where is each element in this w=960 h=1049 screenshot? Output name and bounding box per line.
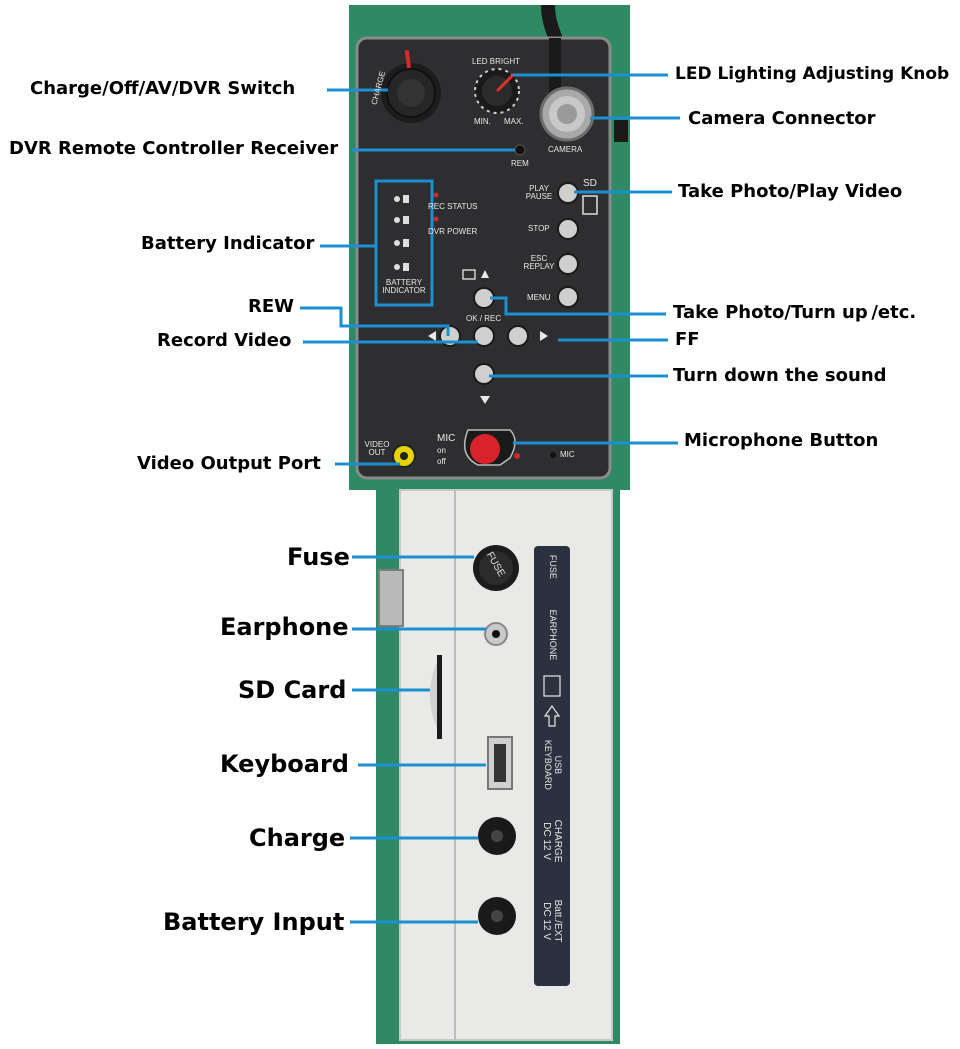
panel-label-mic-on: on: [437, 446, 446, 455]
led-knob: [474, 68, 520, 114]
callout-record-video: Record Video: [157, 330, 292, 351]
panel-label-mic-small: MIC: [560, 450, 575, 459]
callout-dvr-remote: DVR Remote Controller Receiver: [9, 138, 339, 159]
side-label-earphone: EARPHONE: [547, 609, 558, 661]
strip-arrow: [543, 704, 561, 727]
callout-take-photo-up: Take Photo/Turn up /etc.: [673, 302, 917, 323]
control-panel: [355, 36, 612, 480]
battery-jack: [478, 897, 516, 935]
fuse-holder: [473, 545, 519, 591]
mic-hole: [550, 452, 556, 458]
usb-port: [487, 736, 513, 790]
callout-take-photo-play: Take Photo/Play Video: [678, 181, 903, 202]
side-label-batt-ext: Batt./EXT DC 12 V: [541, 899, 563, 943]
earphone-jack: [484, 622, 508, 646]
callout-ff: FF: [675, 329, 700, 350]
callout-video-output: Video Output Port: [137, 453, 321, 474]
callout-fuse: Fuse: [287, 543, 350, 571]
panel-label-rem: REM: [511, 159, 529, 168]
dpad-arrows: [428, 270, 548, 404]
mic-led: [514, 453, 520, 459]
callout-microphone-button: Microphone Button: [684, 430, 879, 451]
side-label-fuse: FUSE: [547, 554, 558, 579]
panel-label-video-out: VIDEO OUT: [364, 440, 390, 458]
panel-label-sd: SD: [583, 178, 597, 189]
panel-label-ok-rec: OK / REC: [466, 314, 502, 323]
camera-connector: [539, 38, 628, 142]
camera-icon: [462, 269, 476, 280]
panel-label-esc-replay: ESC REPLAY: [523, 254, 555, 272]
charge-switch-knob: [381, 49, 441, 123]
panel-label-led-bright: LED BRIGHT: [472, 57, 521, 66]
battery-leds: [394, 195, 409, 271]
panel-label-mic-off: off: [437, 457, 446, 466]
dpad-buttons: [439, 287, 529, 385]
charge-jack: [478, 817, 516, 855]
strip-sd-icon: [543, 675, 561, 697]
panel-label-max: MAX.: [504, 117, 524, 126]
panel-label-mic: MIC: [437, 433, 456, 444]
callout-battery-indicator: Battery Indicator: [141, 233, 315, 254]
rem-receiver: [514, 144, 526, 156]
callout-led-knob: LED Lighting Adjusting Knob: [675, 64, 950, 84]
right-buttons: [557, 182, 579, 308]
rec-status-led: [433, 192, 439, 198]
callout-charge-switch: Charge/Off/AV/DVR Switch: [30, 78, 296, 99]
callout-keyboard: Keyboard: [220, 750, 349, 778]
callout-charge: Charge: [249, 824, 346, 852]
side-label-usb-keyboard: USB KEYBOARD: [543, 739, 563, 790]
panel-label-camera: CAMERA: [548, 145, 583, 154]
panel-label-stop: STOP: [528, 224, 550, 233]
panel-label-play-pause: PLAY PAUSE: [525, 184, 553, 202]
side-connector: [378, 569, 404, 627]
callout-lines: [300, 73, 680, 924]
callout-camera-connector: Camera Connector: [688, 108, 876, 129]
callout-turn-down: Turn down the sound: [673, 365, 887, 386]
sd-icon: [582, 195, 598, 215]
callout-battery-input: Battery Input: [163, 908, 345, 936]
callout-rew: REW: [248, 296, 295, 317]
panel-label-battery-indicator: BATTERY INDICATOR: [382, 278, 426, 296]
video-out-jack: [392, 444, 416, 468]
panel-label-menu: MENU: [527, 293, 551, 302]
dvr-power-led: [433, 216, 439, 222]
callout-earphone: Earphone: [220, 613, 349, 641]
side-label-charge: CHARGE DC 12 V: [541, 819, 563, 863]
callout-sd-card: SD Card: [238, 676, 347, 704]
panel-label-min: MIN.: [474, 117, 491, 126]
battery-indicator-box: [374, 179, 434, 307]
mic-button-shape: [463, 429, 516, 466]
sd-slot: [430, 655, 442, 739]
panel-label-dvr-power: DVR POWER: [428, 227, 478, 236]
label-strip: [534, 546, 570, 986]
panel-label-rec-status: REC STATUS: [428, 202, 478, 211]
